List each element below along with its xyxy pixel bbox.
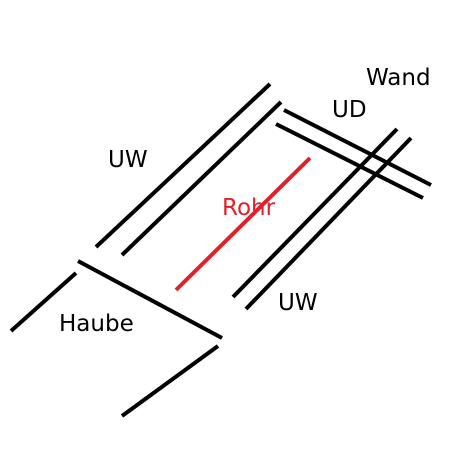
uw-right-label: UW [278,290,318,316]
haube-left-edge [9,271,78,333]
ud-label: UD [332,97,367,123]
haube-label: Haube [59,311,134,337]
uw-right-line-outer [244,136,413,311]
wand-label: Wand [366,65,431,91]
uw-left-line-outer [94,82,272,249]
rohr-pipe-line [174,156,312,292]
uw-left-line-inner [120,100,283,257]
ud-line-upper [283,108,432,187]
haube-bottom-edge [120,344,220,418]
rohr-label: Rohr [222,195,276,221]
uw-right-line-inner [231,127,399,299]
haube-top-edge [77,259,223,340]
uw-left-label: UW [108,147,148,173]
ud-line-lower [275,122,424,200]
